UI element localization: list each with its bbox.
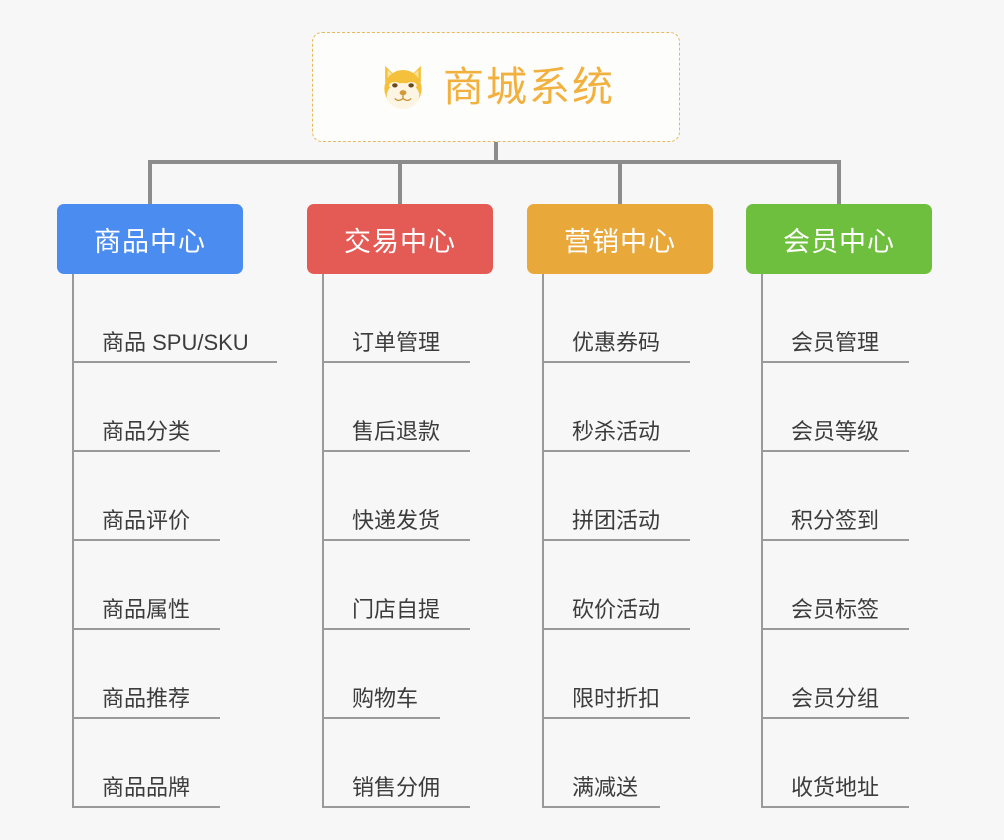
category-header-product[interactable]: 商品中心 (57, 204, 243, 274)
column-spine (72, 274, 74, 808)
tree-item[interactable]: 商品分类 (57, 363, 243, 452)
tree-item[interactable]: 快递发货 (307, 452, 493, 541)
tree-item-underline (72, 450, 220, 452)
tree-item-underline (761, 806, 909, 808)
connector-drop-4 (837, 160, 841, 206)
tree-item[interactable]: 会员标签 (746, 541, 932, 630)
tree-item[interactable]: 售后退款 (307, 363, 493, 452)
tree-item-underline (72, 361, 277, 363)
column-spine (542, 274, 544, 808)
tree-item-underline (542, 450, 690, 452)
column-spine (761, 274, 763, 808)
connector-drop-2 (398, 160, 402, 206)
tree-item-label: 门店自提 (352, 597, 441, 622)
tree-item-underline (322, 361, 470, 363)
tree-item-label: 满减送 (572, 775, 639, 800)
tree-item[interactable]: 收货地址 (746, 719, 932, 808)
tree-item-label: 商品 SPU/SKU (102, 330, 249, 355)
tree-item[interactable]: 销售分佣 (307, 719, 493, 808)
tree-item-underline (542, 806, 660, 808)
tree-item-underline (542, 361, 690, 363)
tree-item-label: 商品分类 (102, 419, 191, 444)
tree-item-underline (322, 539, 470, 541)
tree-item-label: 商品属性 (102, 597, 191, 622)
tree-item-label: 限时折扣 (572, 686, 661, 711)
tree-item[interactable]: 砍价活动 (527, 541, 713, 630)
tree-item[interactable]: 会员等级 (746, 363, 932, 452)
category-items-trade: 订单管理售后退款快递发货门店自提购物车销售分佣 (307, 274, 493, 808)
connector-drop-1 (148, 160, 152, 206)
category-column-trade: 交易中心 订单管理售后退款快递发货门店自提购物车销售分佣 (307, 204, 493, 808)
tree-item-underline (542, 717, 690, 719)
connector-drop-3 (618, 160, 622, 206)
tree-item-underline (761, 361, 909, 363)
tree-item-label: 会员标签 (791, 597, 880, 622)
tree-item[interactable]: 商品属性 (57, 541, 243, 630)
tree-item-label: 优惠券码 (572, 330, 661, 355)
column-spine (322, 274, 324, 808)
tree-item-label: 会员管理 (791, 330, 880, 355)
tree-item-underline (761, 450, 909, 452)
tree-item-underline (322, 628, 470, 630)
tree-item-label: 商品品牌 (102, 775, 191, 800)
tree-item-underline (761, 539, 909, 541)
tree-item[interactable]: 商品 SPU/SKU (57, 274, 277, 363)
tree-item-label: 快递发货 (352, 508, 441, 533)
category-header-trade[interactable]: 交易中心 (307, 204, 493, 274)
tree-item[interactable]: 秒杀活动 (527, 363, 713, 452)
tree-item-label: 砍价活动 (572, 597, 661, 622)
tree-item[interactable]: 购物车 (307, 630, 493, 719)
tree-item-label: 积分签到 (791, 508, 880, 533)
category-items-product: 商品 SPU/SKU 商品分类商品评价商品属性商品推荐商品品牌 (57, 274, 277, 808)
category-items-marketing: 优惠券码秒杀活动拼团活动砍价活动限时折扣满减送 (527, 274, 713, 808)
tree-item[interactable]: 门店自提 (307, 541, 493, 630)
shiba-dog-face-icon (377, 61, 429, 113)
tree-item-label: 会员等级 (791, 419, 880, 444)
tree-item-label: 售后退款 (352, 419, 441, 444)
tree-item-underline (322, 450, 470, 452)
tree-item-underline (72, 539, 220, 541)
tree-item-underline (542, 628, 690, 630)
connector-root-stem (494, 142, 498, 162)
root-node[interactable]: 商城系统 (312, 32, 680, 142)
tree-item[interactable]: 商品推荐 (57, 630, 243, 719)
tree-item-label: 商品评价 (102, 508, 191, 533)
category-header-marketing[interactable]: 营销中心 (527, 204, 713, 274)
tree-item[interactable]: 商品评价 (57, 452, 243, 541)
tree-item[interactable]: 拼团活动 (527, 452, 713, 541)
tree-item[interactable]: 积分签到 (746, 452, 932, 541)
tree-item-label: 订单管理 (352, 330, 441, 355)
tree-item-underline (761, 628, 909, 630)
tree-item-underline (72, 628, 220, 630)
tree-item-label: 会员分组 (791, 686, 880, 711)
tree-item-underline (761, 717, 909, 719)
tree-item[interactable]: 限时折扣 (527, 630, 713, 719)
category-column-member: 会员中心 会员管理会员等级积分签到会员标签会员分组收货地址 (746, 204, 932, 808)
tree-item-underline (72, 806, 220, 808)
tree-item-label: 销售分佣 (352, 775, 441, 800)
category-items-member: 会员管理会员等级积分签到会员标签会员分组收货地址 (746, 274, 932, 808)
tree-item-underline (322, 806, 470, 808)
tree-item[interactable]: 满减送 (527, 719, 713, 808)
tree-item-label: 秒杀活动 (572, 419, 661, 444)
tree-item[interactable]: 会员管理 (746, 274, 932, 363)
tree-item-underline (322, 717, 440, 719)
tree-item[interactable]: 商品品牌 (57, 719, 243, 808)
tree-item[interactable]: 优惠券码 (527, 274, 713, 363)
tree-item-underline (72, 717, 220, 719)
tree-item-underline (542, 539, 690, 541)
category-header-member[interactable]: 会员中心 (746, 204, 932, 274)
connector-horizontal-bus (148, 160, 840, 164)
tree-item-label: 收货地址 (791, 775, 880, 800)
category-column-product: 商品中心 商品 SPU/SKU 商品分类商品评价商品属性商品推荐商品品牌 (57, 204, 277, 808)
tree-item-label: 商品推荐 (102, 686, 191, 711)
tree-item[interactable]: 会员分组 (746, 630, 932, 719)
tree-item[interactable]: 订单管理 (307, 274, 493, 363)
page-title: 商城系统 (443, 63, 615, 110)
tree-item-label: 拼团活动 (572, 508, 661, 533)
category-column-marketing: 营销中心 优惠券码秒杀活动拼团活动砍价活动限时折扣满减送 (527, 204, 713, 808)
tree-item-label: 购物车 (352, 686, 419, 711)
